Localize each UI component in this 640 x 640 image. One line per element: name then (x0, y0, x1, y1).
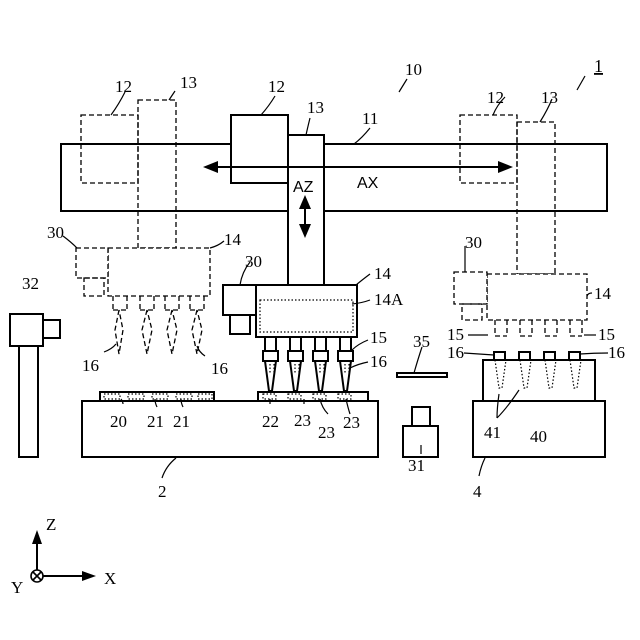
ghost-camera-left (76, 248, 108, 278)
label-14A: 14A (374, 290, 404, 309)
label-41: 41 (484, 423, 501, 442)
label-31: 31 (408, 456, 425, 475)
label-16-center: 16 (370, 352, 387, 371)
label-2: 2 (158, 482, 167, 501)
label-13-center: 13 (307, 98, 324, 117)
label-15-right-a: 15 (447, 325, 464, 344)
label-15-right-b: 15 (598, 325, 615, 344)
camera-31-top (412, 407, 430, 426)
label-22: 22 (262, 412, 279, 431)
label-12-right: 12 (487, 88, 504, 107)
tray-20 (100, 392, 214, 401)
carriage-12 (231, 115, 288, 183)
ghost-nozzles-right (495, 320, 582, 336)
label-16-right-a: 16 (447, 343, 464, 362)
rail-11 (61, 144, 607, 211)
label-23-c: 23 (343, 413, 360, 432)
ghost-camera-left-lens (84, 278, 104, 296)
label-ax: AX (357, 175, 379, 192)
label-16-left-b: 16 (211, 359, 228, 378)
label-21-b: 21 (173, 412, 190, 431)
ghost-head-right (487, 274, 587, 320)
head-14 (256, 285, 357, 337)
ghost-head-left (108, 248, 210, 296)
camera-32-body (10, 314, 43, 346)
label-az: AZ (293, 179, 314, 196)
ghost-carriage-right (460, 115, 517, 183)
label-12-center: 12 (268, 77, 285, 96)
rack-tips-41 (494, 352, 581, 388)
label-23-b: 23 (318, 423, 335, 442)
camera-32-post (19, 346, 38, 457)
label-12-left: 12 (115, 77, 132, 96)
camera-32-lens (43, 320, 60, 338)
label-14-left: 14 (224, 230, 242, 249)
camera-30 (223, 285, 256, 315)
label-35: 35 (413, 332, 430, 351)
label-20: 20 (110, 412, 127, 431)
ghost-carriage-left (81, 115, 138, 183)
label-10: 10 (405, 60, 422, 79)
label-16-left-a: 16 (82, 356, 99, 375)
label-30-left: 30 (47, 223, 64, 242)
label-16-right-b: 16 (608, 343, 625, 362)
label-11: 11 (362, 109, 378, 128)
wells-23 (263, 394, 351, 399)
label-15-center: 15 (370, 328, 387, 347)
label-X: X (104, 569, 116, 588)
label-Y: Y (11, 578, 23, 597)
label-14-right: 14 (594, 284, 612, 303)
label-40: 40 (530, 427, 547, 446)
ghost-nozzles-left (113, 296, 204, 354)
label-13-left: 13 (180, 73, 197, 92)
label-13-right: 13 (541, 88, 558, 107)
label-21-a: 21 (147, 412, 164, 431)
wells-21 (104, 394, 212, 399)
label-30-center: 30 (245, 252, 262, 271)
label-4: 4 (473, 482, 482, 501)
nozzles-central (263, 337, 353, 391)
label-14-center: 14 (374, 264, 392, 283)
ghost-camera-right-lens (462, 304, 482, 320)
ghost-camera-right (454, 272, 487, 304)
label-Z: Z (46, 515, 56, 534)
label-1: 1 (594, 56, 603, 76)
camera-30-lens (230, 315, 250, 334)
label-23-a: 23 (294, 411, 311, 430)
ghost-column-left (138, 100, 176, 248)
label-32: 32 (22, 274, 39, 293)
plate-35 (397, 373, 447, 377)
coordinate-axes (31, 530, 96, 582)
label-30-right: 30 (465, 233, 482, 252)
